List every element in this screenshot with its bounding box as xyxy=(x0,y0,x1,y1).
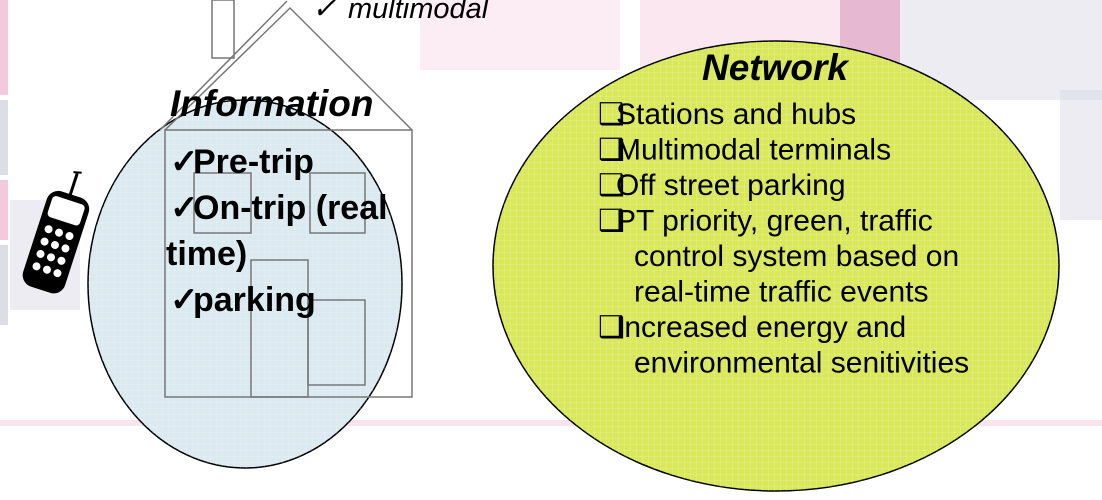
network-item-box: ❑ xyxy=(598,205,625,238)
network-item: Off street parking xyxy=(616,169,846,202)
network-item: Multimodal terminals xyxy=(616,134,891,167)
top-label-text: multimodal xyxy=(348,0,490,25)
house-window-right xyxy=(309,172,366,234)
network-item-continued: control system based on xyxy=(634,240,959,273)
information-item: Pre-trip xyxy=(193,143,314,181)
house-roof-inner xyxy=(159,0,288,131)
band-gray-right xyxy=(1060,90,1102,220)
network-item: Stations and hubs xyxy=(616,98,856,131)
house-chimney xyxy=(211,0,235,59)
band-gray-left xyxy=(0,100,8,175)
network-item: PT priority, green, traffic xyxy=(616,205,933,238)
network-item: Increased energy and xyxy=(616,311,906,344)
information-item-check: ✓ xyxy=(170,189,199,227)
network-title: Network xyxy=(702,47,850,88)
information-item-check: ✓ xyxy=(170,143,199,181)
network-item-box: ❑ xyxy=(598,311,625,344)
information-item-continued: time) xyxy=(166,235,247,273)
band-pink-top-center xyxy=(420,0,620,70)
house-roof xyxy=(164,6,413,131)
band-pink-left-2 xyxy=(0,180,8,240)
network-list: ❑Stations and hubs❑Multimodal terminals❑… xyxy=(598,98,969,380)
information-circle-texture xyxy=(88,100,402,468)
mobile-phone-icon xyxy=(22,171,90,294)
information-item: On-trip (real xyxy=(193,189,388,227)
house-window-left xyxy=(193,172,252,234)
information-title: Information xyxy=(170,83,373,124)
house-panel xyxy=(307,299,366,386)
top-label: ✓ multimodal xyxy=(312,0,490,25)
band-pink-bottom-line xyxy=(0,420,1102,426)
network-circle-texture xyxy=(493,41,1059,491)
information-item-check: ✓ xyxy=(170,281,199,319)
band-gray-left-2 xyxy=(0,245,8,325)
network-item-box: ❑ xyxy=(598,98,625,131)
information-item: parking xyxy=(193,281,316,319)
network-item-box: ❑ xyxy=(598,134,625,167)
house-outline xyxy=(159,0,413,398)
band-pink-left xyxy=(0,0,8,95)
top-label-check: ✓ xyxy=(312,0,336,25)
network-item-continued: real-time traffic events xyxy=(634,276,929,309)
network-item-box: ❑ xyxy=(598,169,625,202)
network-item-continued: environmental senitivities xyxy=(634,347,969,380)
